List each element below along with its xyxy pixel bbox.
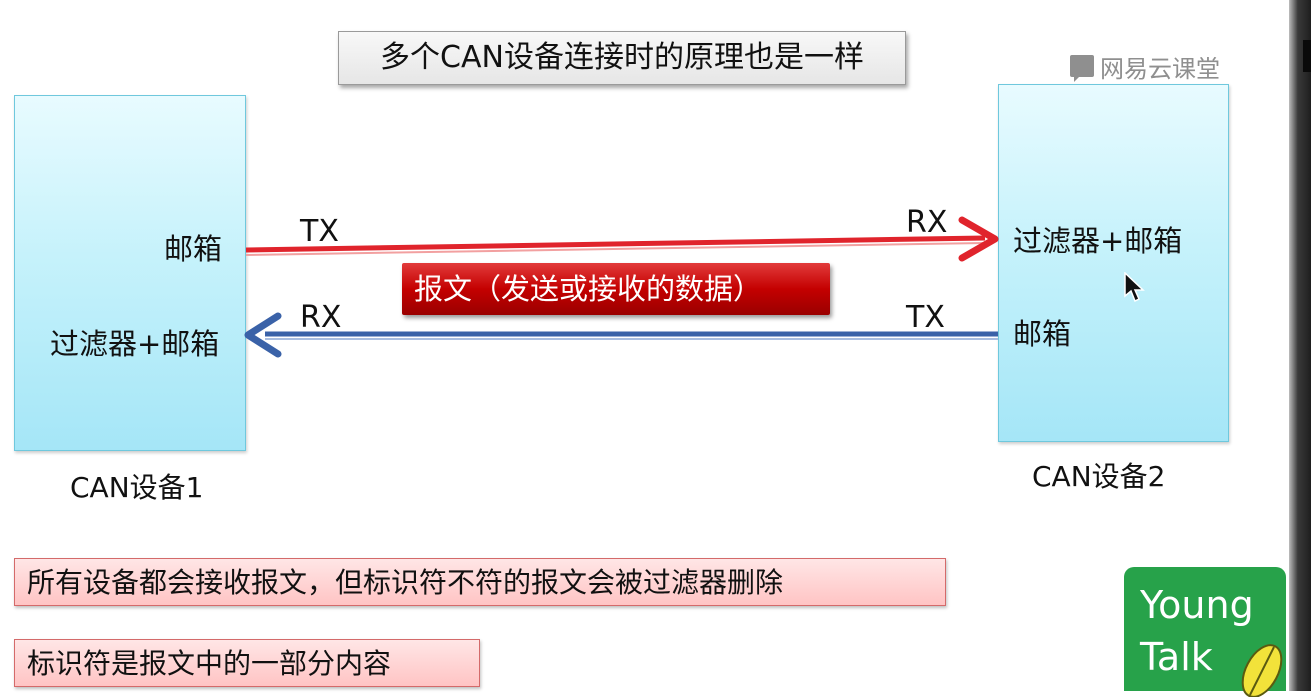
logo-text: 网易云课堂 xyxy=(1100,54,1220,83)
message-frame-label: 报文（发送或接收的数据） xyxy=(402,263,830,315)
young-talk-badge: Young Talk xyxy=(1124,567,1286,697)
arrow-bottom-rx-label: RX xyxy=(300,300,342,335)
badge-line1: Young xyxy=(1140,583,1254,627)
device2-filter-label: 过滤器+邮箱 xyxy=(1013,224,1183,258)
can-device-1-box xyxy=(14,95,246,451)
note-identifier: 标识符是报文中的一部分内容 xyxy=(14,639,480,687)
chat-bubble-icon xyxy=(1070,55,1094,82)
arrow-top-rx-label: RX xyxy=(906,205,948,240)
device2-caption: CAN设备2 xyxy=(1032,460,1166,493)
netease-logo: 网易云课堂 xyxy=(1070,52,1220,83)
can-device-2-box xyxy=(998,84,1229,442)
arrow-rx-from-tx xyxy=(244,312,998,358)
slide-title: 多个CAN设备连接时的原理也是一样 xyxy=(338,31,906,85)
arrow-tx-to-rx xyxy=(245,216,999,262)
badge-line2: Talk xyxy=(1140,635,1213,679)
window-edge-bar xyxy=(1289,0,1311,691)
arrow-bottom-tx-label: TX xyxy=(906,300,945,335)
device1-filter-label: 过滤器+邮箱 xyxy=(50,327,220,361)
note-filter-rule: 所有设备都会接收报文，但标识符不符的报文会被过滤器删除 xyxy=(14,558,946,606)
device1-mailbox-label: 邮箱 xyxy=(164,232,223,266)
device2-mailbox-label: 邮箱 xyxy=(1013,317,1072,351)
feather-leaf-icon xyxy=(1241,644,1283,697)
mouse-cursor-icon xyxy=(1124,272,1145,303)
device1-caption: CAN设备1 xyxy=(70,471,204,504)
arrow-top-tx-label: TX xyxy=(300,214,339,249)
window-edge-marker xyxy=(1303,40,1311,72)
